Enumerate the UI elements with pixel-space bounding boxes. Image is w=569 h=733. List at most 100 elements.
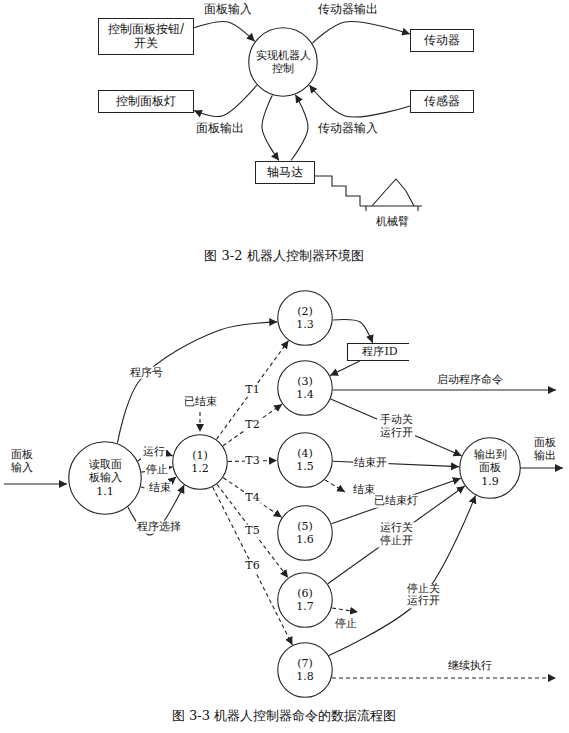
node-label: 传感器 — [415, 94, 469, 108]
circle-border — [69, 442, 142, 515]
flow-connector — [309, 85, 410, 117]
flow-label: 结束开 — [353, 457, 388, 470]
circle-border — [278, 291, 333, 346]
node-label: 读取面板输入 — [87, 458, 123, 484]
flow-label: T3 — [244, 455, 260, 468]
robot-arm — [315, 176, 422, 211]
circle-border — [278, 643, 333, 698]
flow-label: 已结束 — [184, 396, 217, 409]
flow-label: 运行 — [142, 446, 166, 459]
flow-connector — [331, 478, 460, 523]
flow-connector — [194, 85, 257, 116]
node-label: 1.9 — [472, 475, 508, 488]
process-circle: 实现机器人控制 — [248, 27, 318, 97]
arm-base — [360, 205, 422, 206]
node-label: (3) — [296, 375, 314, 388]
process-circle: 读取面板输入1.1 — [68, 441, 142, 515]
node-label: 1.4 — [296, 388, 314, 401]
node-label: (6) — [296, 587, 314, 600]
data-store: 程序ID — [347, 343, 409, 361]
figure-caption: 图 3-2 机器人控制器环境图 — [204, 249, 363, 264]
circle-border — [278, 433, 333, 488]
node-label: (5) — [296, 520, 314, 533]
node-label: 1.8 — [296, 670, 314, 683]
start-command-arrow — [333, 389, 556, 390]
process-circle: (5)1.6 — [277, 505, 333, 561]
flow-connector — [262, 95, 279, 160]
flow-label: 程序选择 — [136, 521, 182, 534]
flow-label: T4 — [244, 491, 260, 504]
flow-label: 启动程序命令 — [437, 374, 503, 387]
node-label: 控制面板灯 — [103, 94, 189, 108]
process-circle: (2)1.3 — [277, 290, 333, 346]
node-label: 1.2 — [191, 462, 209, 475]
node-label: 1.5 — [296, 460, 314, 473]
node-text-group: 输出到面板1.9 — [472, 448, 508, 488]
arm-link — [315, 176, 360, 206]
flow-label: 面板输入 — [9, 449, 35, 474]
process-circle: (4)1.5 — [277, 432, 333, 488]
node-text-group: 控制面板按钮/开关 — [103, 22, 189, 51]
arm-feet — [366, 206, 418, 211]
flow-connector — [291, 95, 308, 161]
node-text-group: 控制面板灯 — [103, 94, 189, 108]
input-arrow — [4, 483, 67, 484]
figure-caption: 图 3-3 机器人控制器命令的数据流程图 — [172, 709, 396, 724]
entity-box: 控制面板按钮/开关 — [98, 18, 194, 55]
output-arrow — [519, 467, 563, 468]
flow-connector — [117, 322, 277, 443]
stop-arrow — [332, 608, 358, 612]
process-circle: 输出到面板1.9 — [459, 437, 521, 499]
flow-connector — [194, 22, 255, 42]
flow-connector — [223, 478, 282, 518]
circle-border — [278, 361, 333, 416]
flow-label: 停止关 运行开 — [405, 583, 443, 608]
flow-connector — [223, 404, 282, 446]
node-label: 控制面板按钮/开关 — [103, 22, 189, 51]
node-label: (1) — [191, 449, 209, 462]
process-circle: (6)1.7 — [277, 572, 333, 628]
node-label: 实现机器人控制 — [255, 49, 311, 75]
node-text-group: 传动器 — [415, 33, 469, 47]
flow-label: 停止 — [335, 618, 357, 631]
node-text-group: (5)1.6 — [296, 520, 314, 546]
node-label: 程序ID — [357, 345, 403, 358]
node-text-group: (7)1.8 — [296, 657, 314, 683]
node-label: 1.3 — [296, 318, 314, 331]
flow-label: T2 — [244, 419, 260, 432]
flow-label: 程序号 — [129, 367, 164, 380]
flow-label: 传动器输入 — [317, 122, 379, 136]
node-label: 1.6 — [296, 533, 314, 546]
flow-label: 已结束灯 — [373, 495, 419, 508]
end-arrow — [325, 480, 345, 492]
node-label: (2) — [296, 305, 314, 318]
node-text-group: 读取面板输入1.1 — [87, 458, 123, 498]
flow-label: 面板输入 — [203, 3, 253, 17]
flow-connector — [333, 461, 459, 466]
circle-border — [173, 435, 228, 490]
part-name: 机械臂 — [376, 216, 409, 229]
node-text-group: 程序ID — [357, 345, 403, 358]
process-circle: (1)1.2 — [172, 434, 228, 490]
arm-body — [372, 179, 414, 206]
flow-label: 继续执行 — [448, 660, 492, 673]
ended-arrow — [199, 412, 200, 432]
entity-box: 传感器 — [410, 90, 474, 113]
circle-border — [278, 506, 333, 561]
entity-box: 控制面板灯 — [98, 90, 194, 113]
node-text-group: 实现机器人控制 — [255, 49, 311, 75]
node-label: (4) — [296, 447, 314, 460]
flow-label: 传动器输出 — [317, 3, 379, 17]
node-text-group: (4)1.5 — [296, 447, 314, 473]
flow-connector — [330, 361, 360, 376]
flow-connector — [328, 486, 465, 584]
node-label: 1.7 — [296, 600, 314, 613]
node-text-group: (1)1.2 — [191, 449, 209, 475]
flow-connector — [213, 487, 293, 645]
node-text-group: 传感器 — [415, 94, 469, 108]
flow-label: 结束 — [353, 484, 375, 497]
node-label: 轴马达 — [260, 165, 310, 179]
